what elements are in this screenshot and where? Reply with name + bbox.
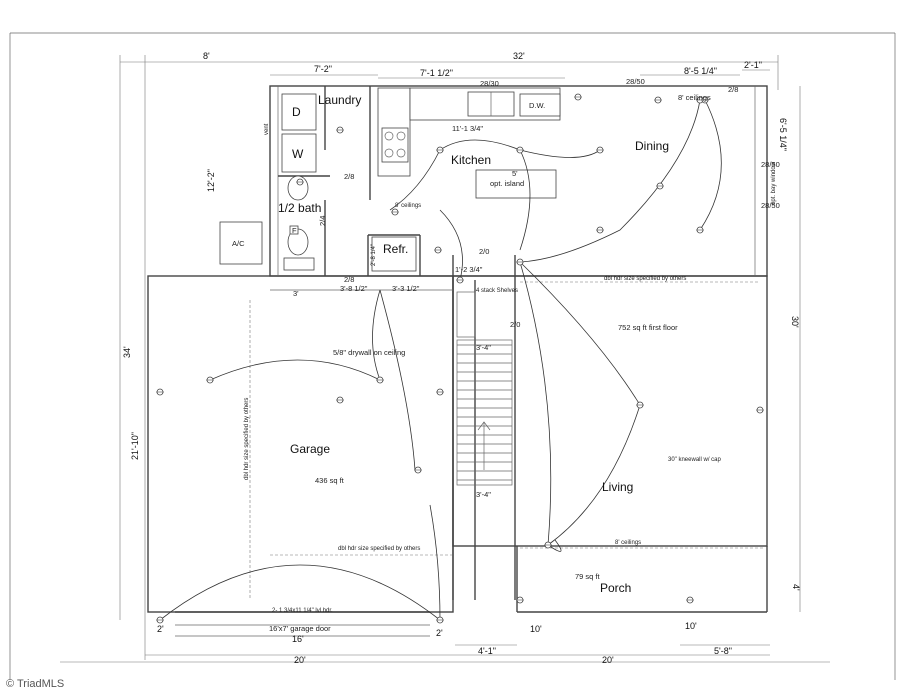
refrigerator <box>371 236 417 272</box>
dim-bottom-a: 4'-1" <box>478 646 496 656</box>
dim-left-upper: 12'-2" <box>206 169 216 192</box>
bottom-dimensions <box>60 86 830 663</box>
ceilings-note-b: 8' ceilings <box>615 540 641 546</box>
garage-label: Garage <box>290 442 330 456</box>
dim-garage-door: 16'x7' garage door <box>269 624 331 633</box>
plan-notes: 5/8" drywall on ceiling 30" kneewall w/ … <box>244 123 777 614</box>
sheet-border <box>9 32 896 680</box>
triadmls-watermark: © TriadMLS <box>6 678 65 690</box>
door-2-8-b: 2/8 <box>344 172 354 181</box>
dim-laundry-width: 7'-2" <box>314 64 332 74</box>
top-dimensions <box>119 55 779 660</box>
dishwasher-label: D.W. <box>529 101 545 110</box>
door-2-0-a: 2/0 <box>479 247 489 256</box>
light-fixtures <box>156 93 764 624</box>
dim-top-right: 2'-1" <box>744 60 762 70</box>
door-2-0-b: 2/0 <box>510 320 520 329</box>
bath-fixtures: F <box>283 175 315 271</box>
dim-island: 5' <box>512 169 518 178</box>
header-note-top: dbl hdr size specified by others <box>604 276 686 282</box>
dim-hall-b: 3'-3 1/2" <box>392 284 420 293</box>
living-label: Living <box>602 480 633 494</box>
header-note-garage: dbl hdr size specified by others <box>338 546 420 552</box>
door-2-8-c: 2/8 <box>344 275 354 284</box>
ceilings-note-a: 8' ceilings <box>395 203 421 209</box>
dim-dining-ceiling: 8' ceilings <box>678 93 711 102</box>
watermark-text: TriadMLS <box>16 678 65 690</box>
dishwasher <box>519 93 561 117</box>
dim-garage-width: 16' <box>292 634 304 644</box>
dining-label: Dining <box>635 139 669 153</box>
kitchen-fixtures: D.W. opt. island Refr. <box>371 87 561 272</box>
dim-bottom-d: 5'-8" <box>714 646 732 656</box>
kneewall-note: 30" kneewall w/ cap <box>668 457 721 463</box>
kitchen-label: Kitchen <box>451 153 491 167</box>
dim-stair-width: 3'-4" <box>476 343 491 352</box>
dim-right-total: 30' <box>790 316 800 328</box>
interior-walls <box>270 86 516 600</box>
vent-note: vent <box>264 123 270 135</box>
electrical-wiring <box>159 99 722 621</box>
window-note: opt. bay window <box>771 161 777 205</box>
garage-area: 436 sq ft <box>315 476 345 485</box>
dim-bath-3: 3' <box>293 289 299 298</box>
dim-top-total: 32' <box>513 51 525 61</box>
dim-top-left: 8' <box>203 51 210 61</box>
dimension-labels: 32' 8' 7'-2" 7'-1 1/2" 8'-5 1/4" 2'-1" 2… <box>122 51 801 665</box>
dim-bottom-right: 20' <box>602 655 614 665</box>
ac-label: A/C <box>232 239 245 248</box>
header-beam-note: 2- 1 3/4x11 1/4" lvl hdr. <box>272 608 333 614</box>
header-lines <box>249 281 765 600</box>
shelves-label: 4 stack Shelves <box>476 288 518 294</box>
dim-hall-a: 3'-8 1/2" <box>340 284 368 293</box>
dim-bottom-b: 10' <box>530 624 542 634</box>
dim-bottom-left: 20' <box>294 655 306 665</box>
dim-garage-height: 21'-10" <box>130 432 140 460</box>
dim-refr: 2'-8 1/4" <box>371 244 377 266</box>
dim-garage-right: 2' <box>436 628 443 638</box>
door-2-8: 2/8 <box>728 85 738 94</box>
dim-stair-width-b: 3'-4" <box>476 490 491 499</box>
door-28-50-c: 28/50 <box>761 201 780 210</box>
dryer-label: D <box>292 105 301 119</box>
staircase <box>456 291 513 486</box>
washer-label: W <box>292 147 304 161</box>
garage-door <box>175 611 430 637</box>
porch-label: Porch <box>600 581 631 595</box>
dim-kitchen-width: 7'-1 1/2" <box>420 68 453 78</box>
room-labels: Laundry Kitchen Dining 1/2 bath Garage 4… <box>278 93 678 595</box>
refrigerator-label: Refr. <box>383 242 408 256</box>
half-bath-label: 1/2 bath <box>278 201 321 215</box>
door-2-4: 2/4 <box>318 216 327 226</box>
dim-bottom-c: 10' <box>685 621 697 631</box>
dryer <box>281 93 317 131</box>
door-28-50-a: 28/50 <box>626 77 645 86</box>
drywall-note: 5/8" drywall on ceiling <box>333 348 405 357</box>
header-note-side: dbl hdr size specified by others <box>244 398 250 480</box>
door-28-30: 28/30 <box>480 79 499 88</box>
island-label: opt. island <box>490 179 524 188</box>
laundry-label: Laundry <box>318 93 361 107</box>
porch-area: 79 sq ft <box>575 572 601 581</box>
dim-dining-width: 8'-5 1/4" <box>684 66 717 76</box>
ac-unit: A/C <box>219 221 263 265</box>
fridge-f-label: F <box>292 226 297 235</box>
dim-left-lower: 34' <box>122 346 132 358</box>
dim-porch-depth: 4' <box>791 584 801 591</box>
door-28-50-b: 28/50 <box>761 160 780 169</box>
laundry-fixtures: D W <box>281 93 317 173</box>
dim-right-side: 6'-5 1/4" <box>778 118 788 151</box>
washer <box>281 133 317 173</box>
first-floor-area: 752 sq ft first floor <box>618 323 678 332</box>
dim-counter: 11'-1 3/4" <box>452 124 483 133</box>
dim-stair-a: 1'-2 3/4" <box>455 265 483 274</box>
island <box>475 169 557 199</box>
dim-garage-left: 2' <box>157 624 164 634</box>
